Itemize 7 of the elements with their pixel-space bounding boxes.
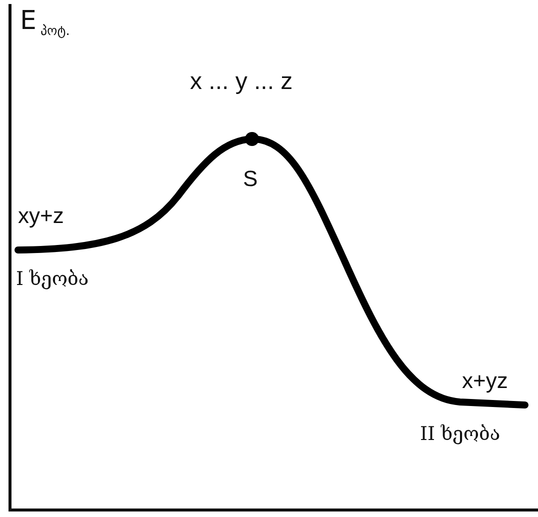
transition-state-label: x ... y ... z <box>190 70 293 94</box>
axis-label: E$_{პოტ.}$ <box>20 8 70 38</box>
valley-label: II ხეობა <box>420 425 500 444</box>
product-label: x+yz <box>462 370 508 392</box>
valley-label: I ხეობა <box>16 270 89 289</box>
reactant-label: xy+z <box>18 205 64 227</box>
point-label: S <box>243 168 258 190</box>
